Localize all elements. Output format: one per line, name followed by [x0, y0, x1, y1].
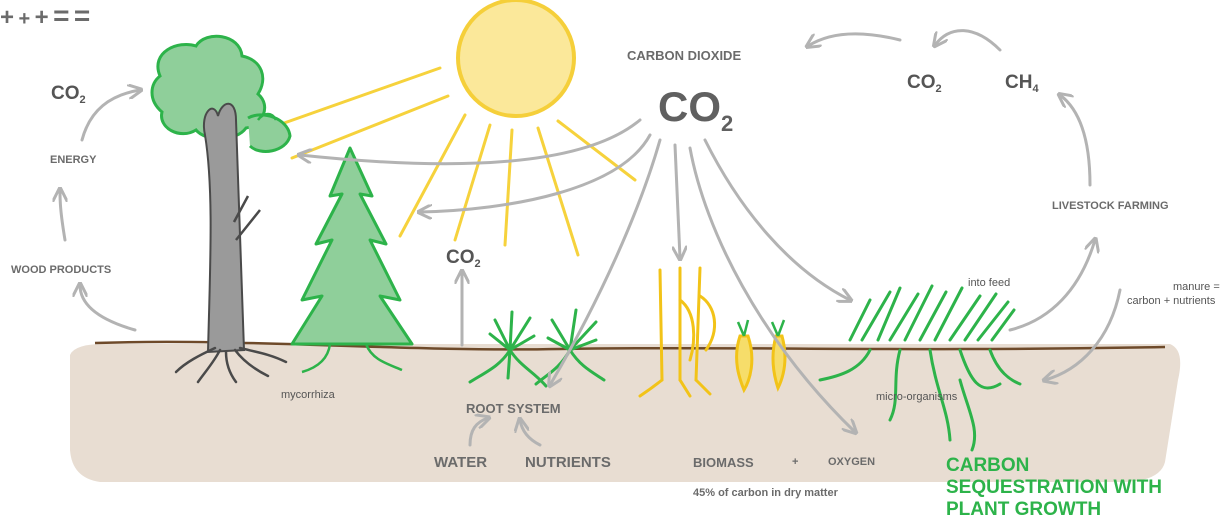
ch4-label: CH4	[1005, 72, 1039, 95]
plus-sign-small: +	[792, 456, 799, 468]
micro-organisms-label: micro-organisms	[876, 391, 958, 403]
nutrients-label: NUTRIENTS	[525, 454, 611, 471]
manure-label-line2: carbon + nutrients	[1127, 295, 1216, 307]
manure-label-line1: manure =	[1173, 281, 1220, 293]
plus-sign-right: +	[18, 8, 31, 30]
co2-main-label: CO2	[658, 83, 734, 136]
oxygen-label: OXYGEN	[828, 456, 876, 468]
sun-rays	[268, 66, 637, 257]
equals-sign-1: =	[53, 0, 70, 31]
carbon-dioxide-label: CARBON DIOXIDE	[627, 48, 742, 63]
carbon-note-label: 45% of carbon in dry matter	[693, 487, 838, 499]
leaf-accent	[257, 112, 278, 121]
conifer-tree	[290, 146, 414, 374]
energy-label: ENERGY	[50, 154, 97, 166]
sequestration-line-3: PLANT GROWTH	[946, 499, 1102, 520]
plus-sign-water: +	[34, 4, 49, 31]
co2-left-label: CO2	[51, 83, 86, 106]
water-label: WATER	[434, 454, 488, 471]
sequestration-line-2: SEQUESTRATION WITH	[946, 477, 1163, 498]
plus-sign-top: +	[0, 4, 15, 31]
cycle-arrows	[60, 29, 1122, 447]
mycorrhiza-label: mycorrhiza	[281, 389, 335, 401]
sun	[456, 0, 576, 118]
livestock-farming-label: LIVESTOCK FARMING	[1052, 200, 1169, 212]
deciduous-tree	[150, 34, 292, 384]
into-feed-label: into feed	[968, 277, 1011, 289]
sequestration-heading: CARBON SEQUESTRATION WITH PLANT GROWTH	[946, 455, 1162, 521]
sequestration-line-1: CARBON	[946, 455, 1030, 476]
root-system-label: ROOT SYSTEM	[466, 401, 561, 416]
equals-sign-2: =	[73, 0, 91, 31]
carrot-tops	[736, 319, 786, 337]
soil-area	[70, 343, 1181, 482]
wood-products-label: WOOD PRODUCTS	[11, 264, 112, 276]
co2-right-label: CO2	[907, 72, 942, 95]
grass-clump	[818, 284, 1022, 452]
co2-soil-label: CO2	[446, 247, 481, 270]
seedlings	[468, 308, 606, 388]
biomass-label: BIOMASS	[693, 455, 754, 470]
wheat-plants	[638, 266, 787, 398]
